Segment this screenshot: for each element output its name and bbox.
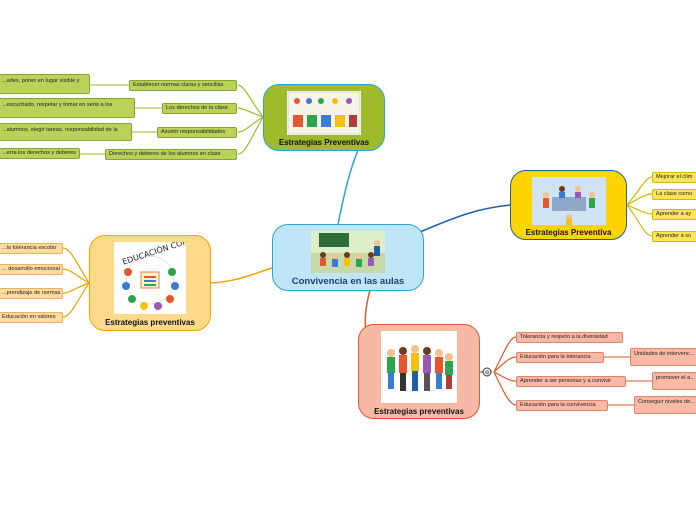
leaf-top-4-detail[interactable]: ...erra los derechos y deberes [0, 148, 80, 159]
leaf-left-3[interactable]: ...prendizaje de normas [0, 288, 63, 299]
classroom-image [311, 231, 385, 273]
leaf-bottom-3-detail[interactable]: promover el a... en valores, va... [652, 372, 696, 390]
branch-right[interactable]: Estrategias Preventiva [510, 170, 627, 240]
branch-top[interactable]: Estrategias Preventivas [263, 84, 385, 151]
branch-top-title: Estrategias Preventivas [278, 138, 370, 147]
leaf-left-1[interactable]: ...la tolerancia escolar [0, 243, 63, 254]
branch-left-title: Estrategias preventivas [105, 318, 195, 327]
branch-left[interactable]: EDUCACIÓN CON... Estrategias preventivas [89, 235, 211, 331]
leaf-top-1[interactable]: Establecer normas claras y sencillas [129, 80, 237, 91]
branch-right-title: Estrategias Preventiva [525, 228, 612, 237]
svg-text:⚙: ⚙ [485, 370, 490, 377]
leaf-left-2[interactable]: ... desarrollo emocional [0, 264, 63, 275]
leaf-bottom-4-detail[interactable]: Conseguir niveles de... condiciones de v… [634, 396, 696, 414]
leaf-top-4[interactable]: Derechos y deberes de los alumnos en cla… [105, 149, 237, 160]
leaf-right-2[interactable]: La clase como [652, 189, 696, 200]
education-circle-image: EDUCACIÓN CON... [114, 242, 186, 314]
leaf-bottom-3[interactable]: Aprender a ser personas y a convivir [516, 376, 626, 387]
leaf-left-4[interactable]: Educación en valores [0, 312, 63, 323]
leaf-bottom-4[interactable]: Educación para la convivencia [516, 400, 608, 411]
leaf-top-3[interactable]: Asumir responsabilidades [157, 127, 237, 138]
leaf-right-1[interactable]: Mejorar el clim [652, 172, 696, 183]
leaf-top-2-detail[interactable]: ...escuchado, respetar y tomar en serio … [0, 98, 135, 118]
rights-poster-image [287, 91, 361, 135]
branch-bottom-title: Estrategias preventivas [374, 407, 464, 416]
leaf-bottom-2-detail[interactable]: Unidades de intervenc... tolerancia, ins… [630, 348, 696, 366]
team-meeting-image [531, 177, 606, 225]
branch-toggle-icon[interactable] [482, 367, 492, 377]
children-group-image [381, 331, 457, 403]
svg-text:EDUCACIÓN CON...: EDUCACIÓN CON... [121, 242, 186, 267]
leaf-right-4[interactable]: Aprender a so [652, 231, 696, 242]
leaf-top-2[interactable]: Los derechos de la clase [162, 103, 237, 114]
leaf-top-1-detail[interactable]: ...ades, poner en lugar visible y [0, 74, 90, 94]
leaf-right-3[interactable]: Aprender a ay [652, 209, 696, 220]
branch-bottom[interactable]: Estrategias preventivas [358, 324, 480, 419]
leaf-bottom-2[interactable]: Educación para la tolerancia [516, 352, 604, 363]
central-title: Convivencia en las aulas [291, 276, 405, 287]
central-topic[interactable]: Convivencia en las aulas [272, 224, 424, 291]
leaf-top-3-detail[interactable]: ...alumnos, elegir tareas, responsabilid… [0, 123, 132, 141]
leaf-bottom-1[interactable]: Tolerancia y respeto a la diversidad [516, 332, 623, 343]
